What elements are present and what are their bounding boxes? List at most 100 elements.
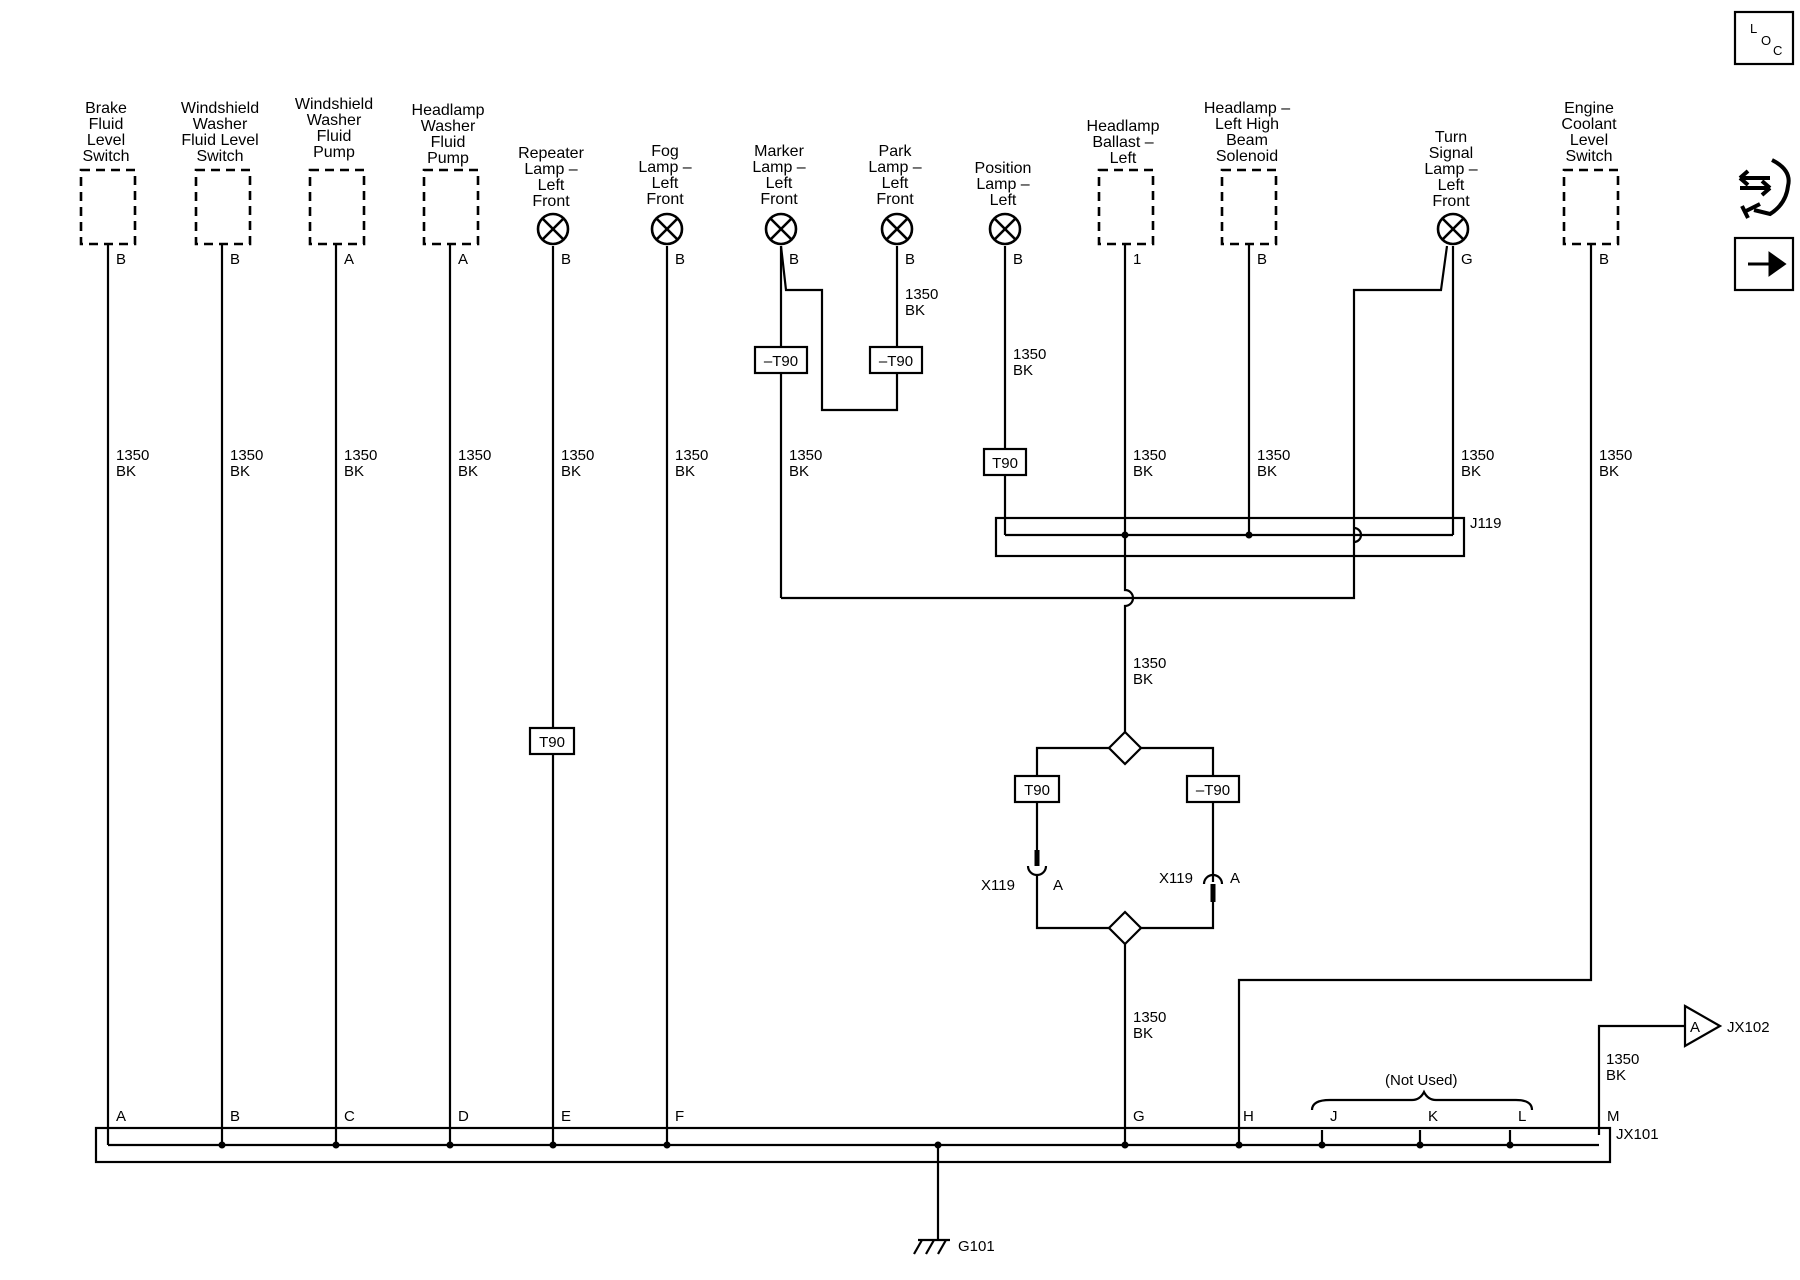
component-8-wire-line: BK	[1013, 362, 1033, 379]
component-brake-fluid-level-switch	[79, 168, 137, 246]
svg-text:1350: 1350	[1606, 1051, 1639, 1068]
component-0-wire-line: 1350	[116, 447, 149, 464]
connector-jx102: A JX102	[1683, 1004, 1770, 1048]
component-12-name-line: Coolant	[1561, 116, 1617, 133]
component-5-pin: B	[675, 251, 685, 268]
component-2-bus-pin: C	[344, 1108, 355, 1125]
component-6-name-line: Lamp –	[752, 159, 805, 176]
component-1-wire-line: 1350	[230, 447, 263, 464]
component-0-name-line: Level	[87, 132, 125, 149]
component-2-wire-line: 1350	[344, 447, 377, 464]
component-10-pin: B	[1257, 251, 1267, 268]
component-10-name-line: Beam	[1226, 132, 1268, 149]
component-12-wire-line: 1350	[1599, 447, 1632, 464]
component-1-name-line: Washer	[193, 116, 248, 133]
component-4-wire-line: BK	[561, 463, 581, 480]
component-4-pin: B	[561, 251, 571, 268]
component-0-name-line: Switch	[82, 148, 129, 165]
component-11-name-line: Left	[1438, 177, 1465, 194]
component-10-wire-line: BK	[1257, 463, 1277, 480]
component-9-name-line: Headlamp	[1087, 118, 1160, 135]
x119-left-label: X119	[981, 877, 1015, 894]
component-12-name-line: Switch	[1565, 148, 1612, 165]
lamp-symbol-11	[1436, 212, 1470, 246]
component-high-beam-solenoid	[1220, 168, 1278, 246]
component-11-wire-line: BK	[1461, 463, 1481, 480]
component-3-wire-line: 1350	[458, 447, 491, 464]
component-11-pin: G	[1461, 251, 1473, 268]
svg-text:T90: T90	[1024, 782, 1050, 799]
option-box-park: –T90	[868, 345, 924, 375]
component-5-name-line: Fog	[651, 143, 679, 160]
next-page-arrow-icon[interactable]	[1733, 236, 1795, 292]
component-0-name-line: Brake	[85, 100, 127, 117]
component-2-name-line: Windshield	[295, 96, 373, 113]
component-7-name-line: Lamp –	[868, 159, 921, 176]
component-10-name-line: Solenoid	[1216, 148, 1278, 165]
component-11-name-line: Lamp –	[1424, 161, 1477, 178]
option-box-marker: –T90	[753, 345, 809, 375]
svg-text:1350: 1350	[1133, 1009, 1166, 1026]
component-11-name-line: Signal	[1429, 145, 1473, 162]
lamp-symbol-8	[988, 212, 1022, 246]
component-1-bus-pin: B	[230, 1108, 240, 1125]
jx102-wire-label: 1350 BK	[1606, 1051, 1639, 1084]
component-2-name-line: Pump	[313, 144, 355, 161]
component-7-pin: B	[905, 251, 915, 268]
component-5-name-line: Left	[652, 175, 679, 192]
svg-text:BK: BK	[1133, 1025, 1153, 1042]
component-5-name-line: Lamp –	[638, 159, 691, 176]
component-3-wire-line: BK	[458, 463, 478, 480]
svg-text:L: L	[1750, 21, 1757, 36]
component-3-name-line: Headlamp	[412, 102, 485, 119]
component-2-wire-line: BK	[344, 463, 364, 480]
svg-text:1350: 1350	[1133, 655, 1166, 672]
component-6-pin: B	[789, 251, 799, 268]
svg-text:M: M	[1607, 1108, 1620, 1125]
splice-diamond-upper	[1107, 730, 1143, 766]
svg-text:–T90: –T90	[764, 353, 798, 370]
component-1-name-line: Switch	[196, 148, 243, 165]
svg-text:T90: T90	[992, 455, 1018, 472]
component-0-name-line: Fluid	[89, 116, 124, 133]
component-0-wire-line: BK	[116, 463, 136, 480]
component-3-name-line: Fluid	[431, 134, 466, 151]
lamp-symbol-6	[764, 212, 798, 246]
component-1-pin: B	[230, 251, 240, 268]
component-9-wire-line: BK	[1133, 463, 1153, 480]
service-tools-icon[interactable]	[1738, 158, 1791, 219]
component-10-wire-line: 1350	[1257, 447, 1290, 464]
component-2-pin: A	[344, 251, 354, 268]
svg-text:O: O	[1761, 33, 1771, 48]
location-view-icon[interactable]: L O C	[1733, 10, 1795, 66]
component-12-wire-line: BK	[1599, 463, 1619, 480]
component-3-name-line: Pump	[427, 150, 469, 167]
svg-text:J: J	[1330, 1108, 1338, 1125]
component-9-name-line: Ballast –	[1092, 134, 1153, 151]
component-washer-fluid-pump	[308, 168, 366, 246]
component-5-wire-line: 1350	[675, 447, 708, 464]
option-box-position: T90	[982, 447, 1028, 477]
svg-text:–T90: –T90	[1196, 782, 1230, 799]
svg-text:T90: T90	[539, 734, 565, 751]
component-0-bus-pin: A	[116, 1108, 126, 1125]
component-3-name-line: Washer	[421, 118, 476, 135]
component-7-wire-line: BK	[905, 302, 925, 319]
